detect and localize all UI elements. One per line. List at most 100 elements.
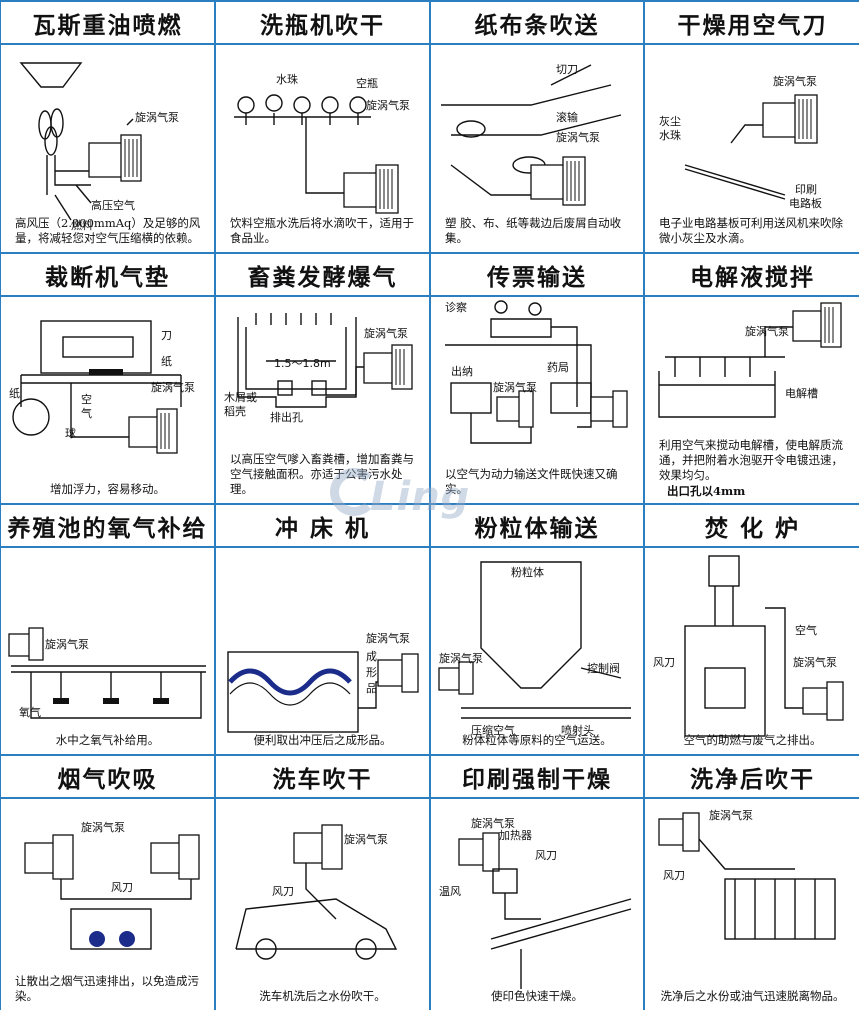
panel-caption: 以高压空气嗲入畜粪槽，增加畜粪与空气接触面积。亦适于公害污水处理。 — [230, 452, 414, 496]
manure-diagram: 旋涡气泵 1.5～1.8m 木屑或 稻壳 排出孔 — [224, 313, 413, 424]
diagram-label: 压缩空气 — [471, 723, 515, 737]
diagram-label: 刀 — [161, 329, 172, 342]
panel-caption: 粉体粒体等原料的空气运送。 — [462, 733, 612, 747]
panel-caption: 空气的助燃与废气之排出。 — [683, 733, 822, 747]
diagram-label: 1.5～1.8m — [274, 357, 331, 370]
smoke-diagram: 旋涡气泵 风刀 — [24, 820, 200, 950]
diagram-label: 旋涡气泵 — [344, 832, 388, 846]
diagram-label: 纸 — [9, 387, 20, 400]
electrolyte-diagram: 旋涡气泵 电解槽 — [658, 302, 842, 418]
diagram-label: 水珠 — [659, 128, 681, 142]
panel-title: 洗车吹干 — [216, 754, 431, 799]
panel-fish-pond-oxygen: 旋涡气泵 氧气 水中之氧气补给用。 — [1, 548, 216, 754]
car-wash-diagram: 旋涡气泵 风刀 — [235, 824, 398, 960]
paper-strip-diagram: 切刀 滚输 旋涡气泵 — [441, 63, 622, 206]
panel-caption: 利用空气来搅动电解槽，使电解质流通，并把附着水泡驱开令电镀迅速，效果均匀。 — [659, 438, 843, 482]
fish-pond-diagram: 旋涡气泵 氧气 — [8, 627, 206, 719]
diagram-label: 风刀 — [111, 881, 133, 894]
panel-incinerator: 空气 风刀 旋涡气泵 空气的助燃与废气之排出。 — [645, 548, 859, 754]
panel-caption: 洗净后之水份或油气迅速脱离物品。 — [660, 989, 845, 1003]
panel-caption: 增加浮力，容易移动。 — [50, 482, 165, 496]
diagram-label: 旋涡气泵 — [793, 655, 837, 669]
panel-document-transport: 诊察 出纳 药局 旋涡气泵 以空气为动力输送文件既快速又确实。 — [431, 297, 645, 503]
burner-diagram: 旋涡气泵 高压空气 燃料 — [19, 62, 179, 232]
diagram-label: 旋涡气泵 — [745, 324, 789, 338]
panel-title: 电解液搅拌 — [645, 252, 859, 297]
diagram-label: 旋涡气泵 — [366, 631, 410, 645]
diagram-label: 空 — [81, 392, 92, 406]
diagram-label: 高压空气 — [91, 198, 135, 212]
diagram-label: 旋涡气泵 — [439, 651, 483, 665]
diagram-label: 旋涡气泵 — [471, 816, 515, 830]
bottle-washer-diagram: 水珠 空瓶 旋涡气泵 — [234, 72, 410, 214]
diagram-label: 滚输 — [556, 110, 578, 124]
air-knife-diagram: 旋涡气泵 灰尘 水珠 印刷 电路板 — [659, 74, 822, 210]
transport-diagram: 诊察 出纳 药局 旋涡气泵 — [445, 300, 628, 444]
diagram-label: 旋涡气泵 — [45, 637, 89, 651]
diagram-label: 水珠 — [276, 72, 298, 86]
panel-caption: 使印色快速干燥。 — [491, 989, 583, 1003]
diagram-label: 球 — [65, 426, 76, 440]
diagram-label: 旋涡气泵 — [135, 110, 179, 124]
panel-bottle-washer: 水珠 空瓶 旋涡气泵 饮料空瓶水洗后将水滴吹干，适用于食品业。 — [216, 45, 431, 252]
diagram-label: 成 — [366, 650, 377, 663]
punch-press-diagram: 旋涡气泵 成 形 品 — [227, 631, 419, 733]
panel-paper-strip-blower: 切刀 滚输 旋涡气泵 塑 胶、布、纸等裁边后废屑自动收集。 — [431, 45, 645, 252]
diagram-label: 形 — [366, 666, 377, 679]
panel-title: 传票输送 — [431, 252, 645, 297]
diagram-label: 风刀 — [663, 869, 685, 882]
diagram-label: 木屑或 — [224, 391, 257, 404]
diagram-label: 电路板 — [789, 196, 822, 210]
diagram-label: 风刀 — [653, 656, 675, 669]
diagram-label: 气 — [81, 406, 92, 420]
diagram-label: 空瓶 — [356, 76, 378, 90]
panel-air-knife-drying: 旋涡气泵 灰尘 水珠 印刷 电路板 电子业电路基板可利用送风机来吹除微小灰尘及水… — [645, 45, 859, 252]
diagram-label: 排出孔 — [270, 410, 303, 424]
diagram-label: 空气 — [795, 623, 817, 637]
panel-caption: 水中之氧气补给用。 — [55, 733, 160, 747]
diagram-label: 旋涡气泵 — [493, 380, 537, 394]
diagram-label: 稻壳 — [224, 404, 246, 418]
panel-powder-transport: 粉粒体 旋涡气泵 控制阀 压缩空气 喷射头 粉体粒体等原料的空气运送。 — [431, 548, 645, 754]
diagram-label: 燃料 — [71, 218, 93, 232]
panel-title: 烟气吹吸 — [1, 754, 216, 799]
panel-caption: 饮料空瓶水洗后将水滴吹干，适用于食品业。 — [230, 216, 414, 245]
diagram-label: 氧气 — [19, 705, 41, 719]
panel-caption: 电子业电路基板可利用送风机来吹除微小灰尘及水滴。 — [659, 216, 843, 245]
diagram-label: 旋涡气泵 — [773, 74, 817, 88]
panel-title: 瓦斯重油喷燃 — [1, 0, 216, 45]
diagram-label: 喷射头 — [561, 723, 594, 737]
panel-caption: 塑 胶、布、纸等裁边后废屑自动收集。 — [445, 216, 622, 245]
diagram-label: 控制阀 — [587, 661, 620, 675]
panel-caption: 让散出之烟气迅速排出，以免造成污染。 — [15, 974, 199, 1003]
panel-caption: 以空气为动力输送文件既快速又确实。 — [445, 467, 618, 496]
diagram-label: 旋涡气泵 — [709, 808, 753, 822]
diagram-label: 旋涡气泵 — [151, 380, 195, 394]
panel-print-drying: 旋涡气泵 加热器 风刀 温风 使印色快速干燥。 — [431, 799, 645, 1010]
panel-caption: 洗车机洗后之水份吹干。 — [259, 989, 386, 1003]
panel-post-wash-drying: 旋涡气泵 风刀 洗净后之水份或油气迅速脱离物品。 — [645, 799, 859, 1010]
diagram-label: 纸 — [161, 355, 172, 368]
panel-smoke-extraction: 旋涡气泵 风刀 让散出之烟气迅速排出，以免造成污染。 — [1, 799, 216, 1010]
panel-caption: 高风压（2.000mmAq）及足够的风量，将减轻您对空气压缩横的依赖。 — [15, 216, 201, 245]
diagram-label: 旋涡气泵 — [556, 130, 600, 144]
panel-electrolyte-stirring: 旋涡气泵 电解槽 利用空气来搅动电解槽，使电解质流通，并把附着水泡驱开令电镀迅速… — [645, 297, 859, 503]
panel-car-wash-dryer: 旋涡气泵 风刀 洗车机洗后之水份吹干。 — [216, 799, 431, 1010]
diagram-label: 旋涡气泵 — [81, 820, 125, 834]
diagram-label: 电解槽 — [785, 386, 818, 400]
panel-title: 纸布条吹送 — [431, 0, 645, 45]
post-wash-diagram: 旋涡气泵 风刀 — [658, 808, 836, 940]
diagram-label: 风刀 — [535, 849, 557, 862]
diagram-label: 灰尘 — [659, 114, 681, 128]
panel-title: 裁断机气垫 — [1, 252, 216, 297]
diagram-label: 药局 — [547, 361, 569, 374]
panel-title: 洗瓶机吹干 — [216, 0, 431, 45]
panel-title: 印刷强制干燥 — [431, 754, 645, 799]
panel-title: 干燥用空气刀 — [645, 0, 859, 45]
panel-title: 冲 床 机 — [216, 503, 431, 548]
panel-title: 畜粪发酵爆气 — [216, 252, 431, 297]
panel-caption-note: 出口孔以4mm — [667, 484, 746, 498]
cutter-diagram: 刀 纸 旋涡气泵 纸 空 气 球 — [9, 320, 195, 454]
panel-punch-press: 旋涡气泵 成 形 品 便利取出冲压后之成形品。 — [216, 548, 431, 754]
